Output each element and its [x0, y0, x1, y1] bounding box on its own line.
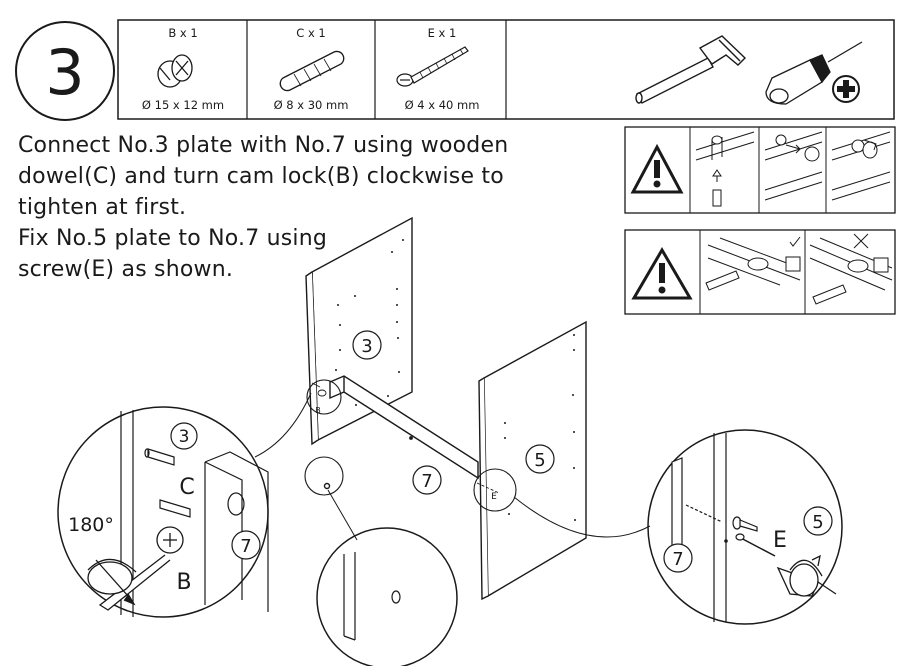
- main-cam-label: B: [315, 406, 321, 415]
- instruction-line: Connect No.3 plate with No.7 using woode…: [18, 133, 509, 158]
- detail-left: 3 7 C B 180°: [57, 392, 312, 618]
- instruction-line: dowel(C) and turn cam lock(B) clockwise …: [18, 164, 504, 189]
- instruction-line: Fix No.5 plate to No.7 using: [18, 226, 328, 251]
- warning-panel-2: [624, 229, 896, 315]
- cam-label: B: [176, 570, 191, 595]
- screw-icon: [396, 46, 469, 87]
- part-b-size: Ø 15 x 12 mm: [142, 98, 224, 112]
- part-e-label: E x 1: [428, 26, 457, 40]
- part-e-size: Ø 4 x 40 mm: [405, 98, 480, 112]
- warning-panel-1: [624, 126, 896, 214]
- part-c-size: Ø 8 x 30 mm: [274, 98, 349, 112]
- rotation-label: 180°: [68, 514, 114, 536]
- step-number: 3: [45, 36, 84, 109]
- hammer-icon: [635, 35, 747, 104]
- screw-callout-circle: [473, 468, 517, 512]
- detail-right-plate7-label: 7: [672, 549, 683, 570]
- plate-3-label: 3: [361, 336, 372, 357]
- dowel-label: C: [179, 475, 194, 500]
- instruction-text: Connect No.3 plate with No.7 using woode…: [18, 130, 618, 285]
- detail-right: 5 7 E: [513, 429, 843, 625]
- instruction-line: tighten at first.: [18, 195, 187, 220]
- wooden-dowel-icon: [279, 50, 345, 92]
- plate-5-label: 5: [534, 450, 545, 471]
- part-c-label: C x 1: [296, 26, 325, 40]
- detail-right-plate5-label: 5: [812, 512, 823, 533]
- step-number-circle: [15, 21, 115, 121]
- part-b-label: B x 1: [168, 26, 197, 40]
- detail-left-plate7-label: 7: [240, 536, 251, 557]
- detail-bottom: [316, 489, 458, 666]
- cam-lock-icon: [157, 54, 193, 88]
- hole-callout-circle: [304, 456, 344, 496]
- detail-left-plate3-label: 3: [179, 427, 190, 447]
- instruction-line: screw(E) as shown.: [18, 257, 234, 282]
- warning-triangle-icon: [631, 247, 693, 300]
- main-screw-label: E: [491, 492, 497, 502]
- warning-triangle-icon: [630, 143, 684, 194]
- screw-label: E: [773, 528, 787, 553]
- plate-7-label: 7: [421, 471, 432, 492]
- phillips-screwdriver-icon: [765, 41, 863, 105]
- cam-callout-circle: [306, 379, 342, 415]
